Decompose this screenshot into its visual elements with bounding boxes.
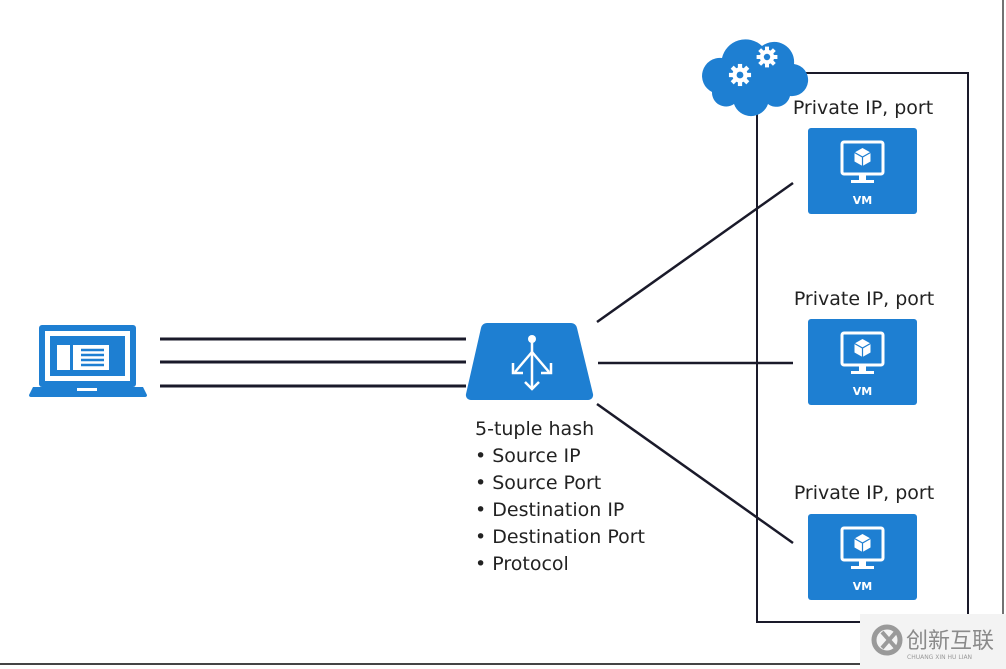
hash-item-protocol: • Protocol	[475, 553, 569, 575]
svg-text:CHUANG XIN HU LIAN: CHUANG XIN HU LIAN	[907, 654, 972, 661]
vm-name: VM	[853, 194, 872, 207]
vm-name: VM	[853, 385, 872, 398]
client-connections	[160, 337, 466, 388]
vm-icon: VM	[806, 317, 919, 407]
vm-node-2: Private IP, port VM	[794, 288, 934, 407]
hash-description: 5-tuple hash • Source IP • Source Port •…	[475, 418, 645, 575]
hash-item-destination-port: • Destination Port	[475, 526, 645, 548]
vm-name: VM	[853, 580, 872, 593]
hash-title: 5-tuple hash	[475, 418, 594, 440]
backend-connections	[596, 181, 794, 545]
vm-node-1: Private IP, port VM	[793, 97, 933, 216]
svg-text:创新互联: 创新互联	[906, 629, 994, 654]
watermark-logo: 创新互联 CHUANG XIN HU LIAN	[860, 614, 1006, 669]
connection-line-vm3	[596, 402, 794, 545]
vm-label: Private IP, port	[794, 482, 934, 504]
cloud-gears-icon	[702, 39, 809, 117]
connection-line-vm1	[596, 181, 794, 324]
hash-item-destination-ip: • Destination IP	[475, 499, 624, 521]
hash-item-source-ip: • Source IP	[475, 445, 581, 467]
hash-item-source-port: • Source Port	[475, 472, 601, 494]
vm-label: Private IP, port	[793, 97, 933, 119]
vm-icon: VM	[806, 126, 919, 216]
load-balancer-icon	[465, 322, 594, 401]
vm-label: Private IP, port	[794, 288, 934, 310]
vm-icon: VM	[806, 512, 919, 602]
laptop-icon	[29, 325, 147, 397]
vm-node-3: Private IP, port VM	[794, 482, 934, 602]
